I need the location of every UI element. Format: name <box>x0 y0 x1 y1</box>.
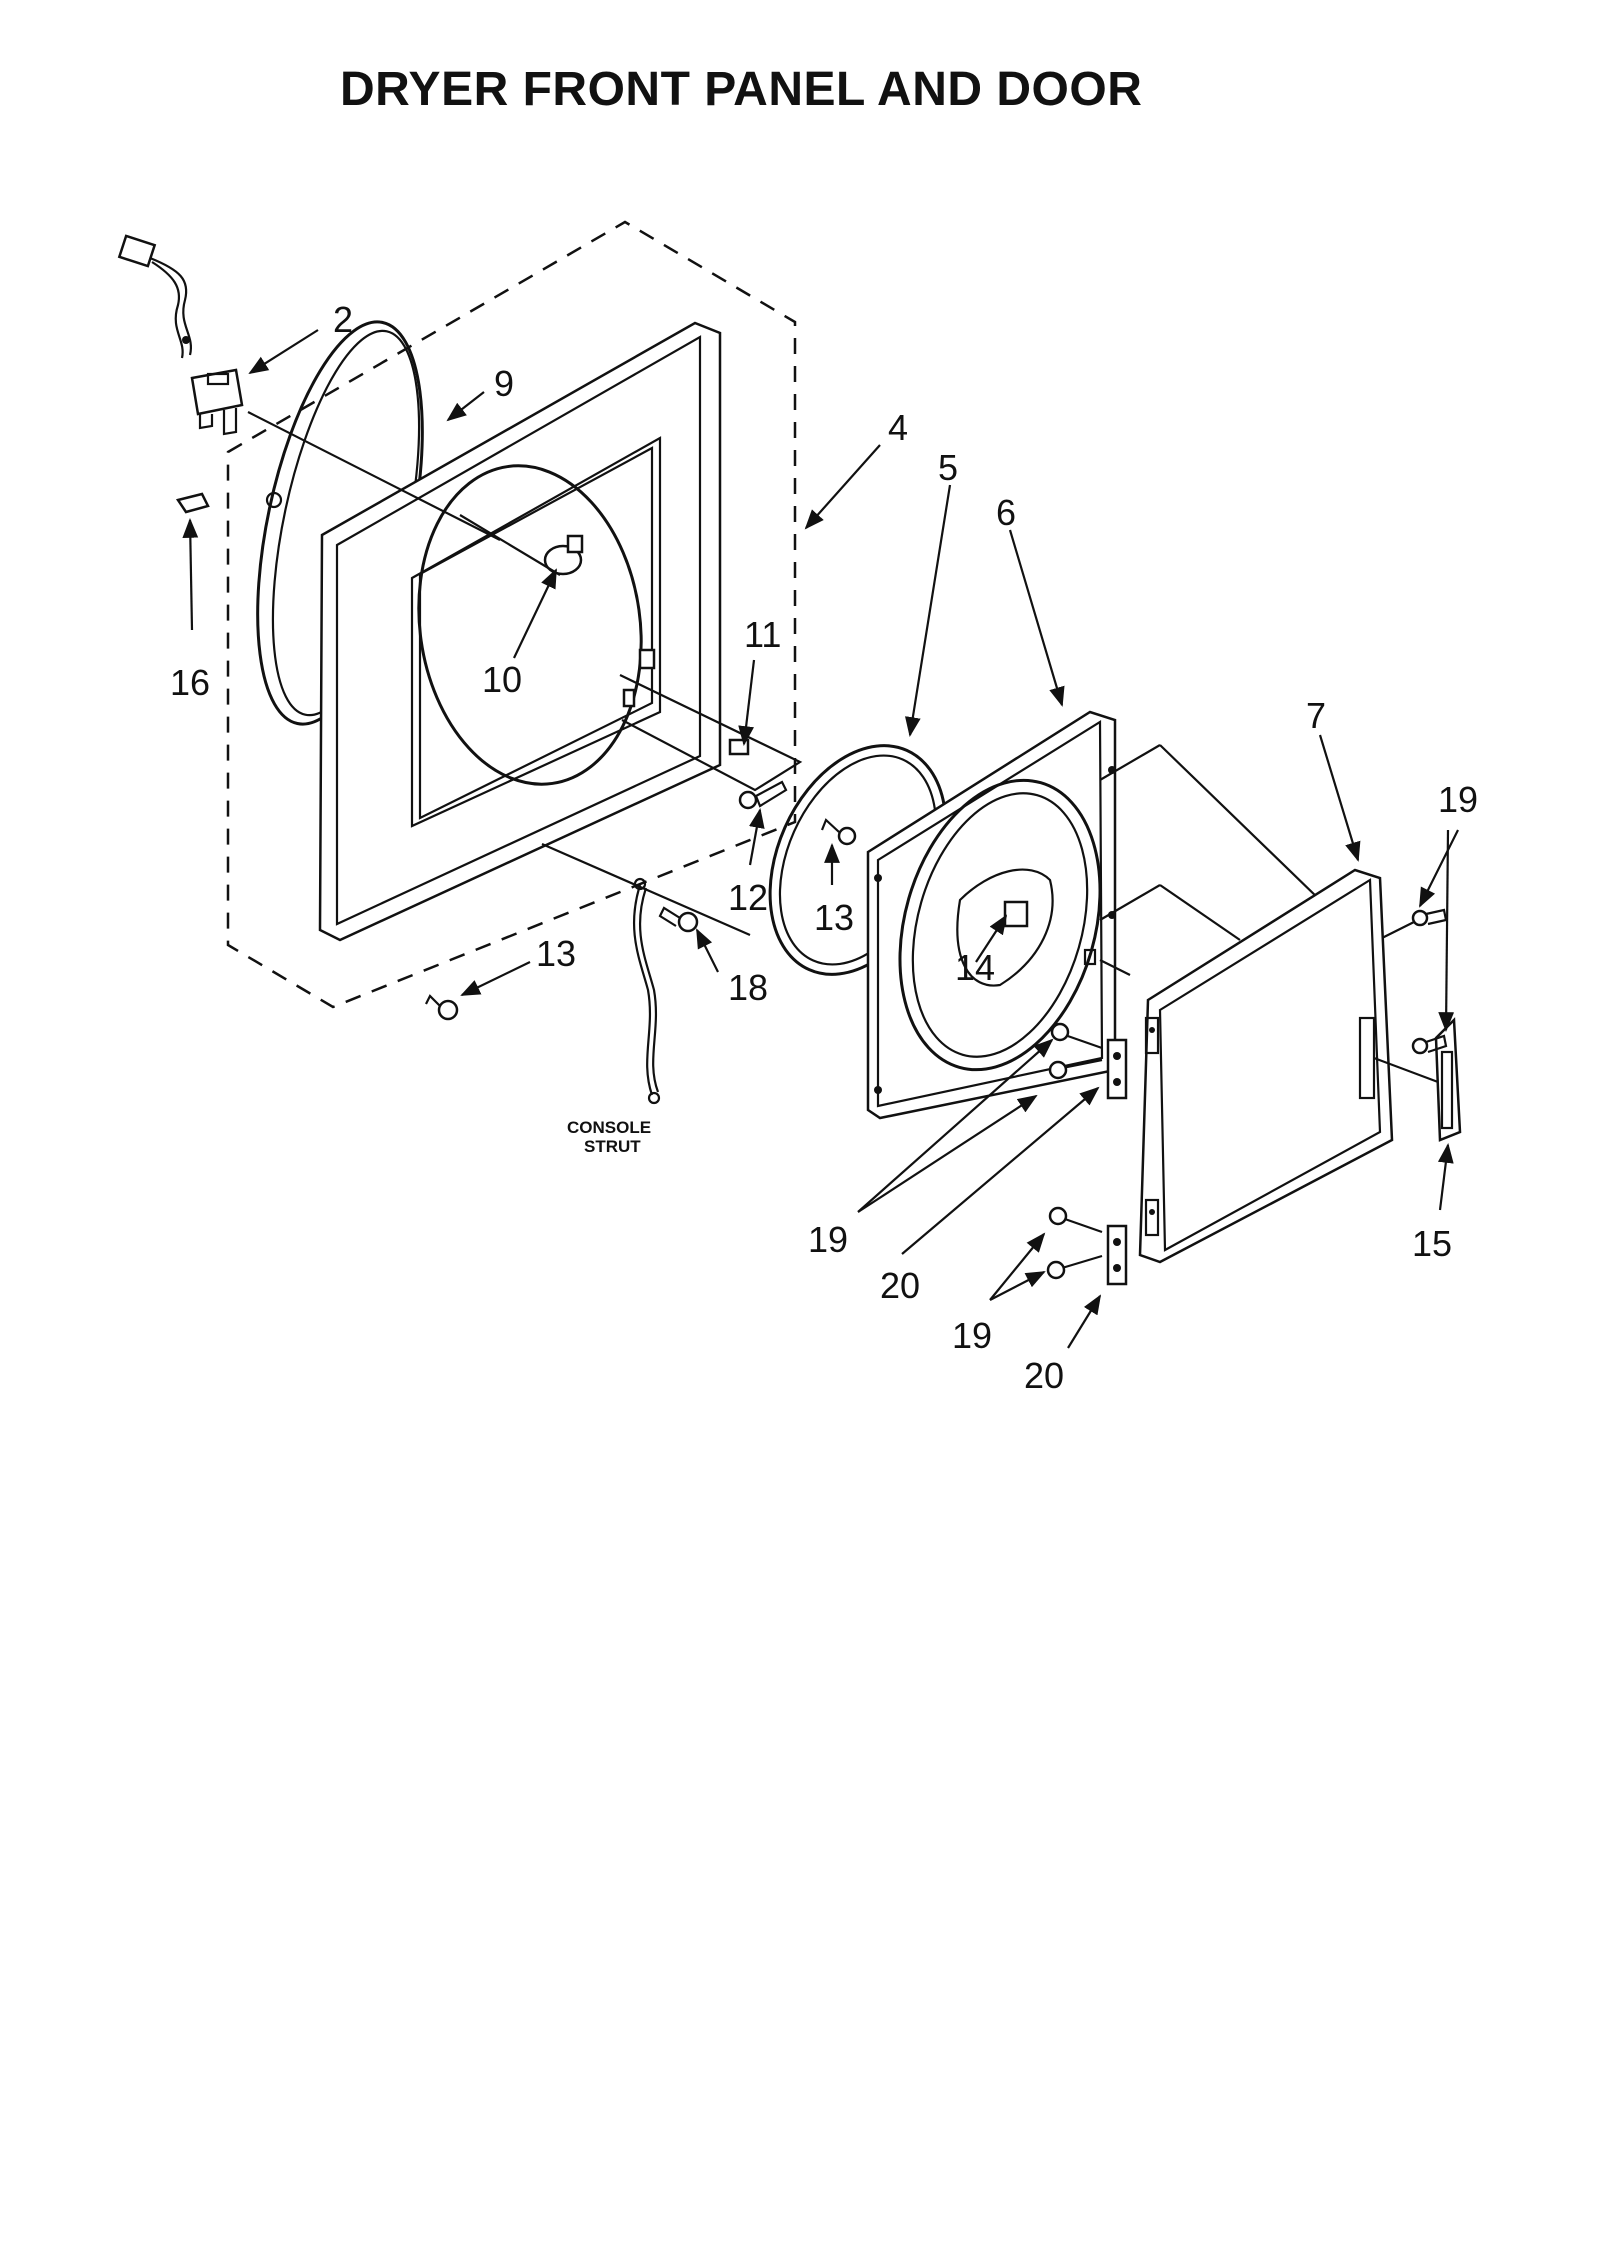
cabinet-outline <box>226 220 797 1009</box>
diagram-title: DRYER FRONT PANEL AND DOOR <box>340 63 1143 116</box>
door-screws-right <box>1411 908 1448 1055</box>
arrow-19c <box>857 1038 1054 1213</box>
arrow-18 <box>696 928 719 973</box>
callout-7: 7 <box>1306 695 1326 736</box>
callout-16: 16 <box>170 662 210 703</box>
arrow-19a <box>1419 829 1459 908</box>
callout-20-upper: 20 <box>880 1265 920 1306</box>
callout-10: 10 <box>482 659 522 700</box>
console-label: CONSOLE <box>567 1118 651 1137</box>
callout-2: 2 <box>333 299 353 340</box>
callout-15: 15 <box>1412 1223 1452 1264</box>
arrow-5 <box>904 484 952 737</box>
arrow-19d <box>857 1094 1038 1213</box>
arrow-13b <box>460 961 531 996</box>
arrow-19b <box>1438 829 1455 1032</box>
callout-13-bottom: 13 <box>536 933 576 974</box>
arrow-11 <box>738 659 756 746</box>
callout-11: 11 <box>744 614 781 655</box>
callout-9: 9 <box>494 363 514 404</box>
outer-door-panel <box>1138 868 1439 1264</box>
clip <box>175 492 210 514</box>
screw-13-top <box>820 818 857 846</box>
callout-14: 14 <box>955 947 995 988</box>
screw-13-bottom <box>425 994 459 1021</box>
door-switch <box>190 368 244 436</box>
arrow-6 <box>1008 529 1065 707</box>
arrow-19f <box>989 1271 1046 1301</box>
callout-13-top: 13 <box>814 897 854 938</box>
arrow-9 <box>446 391 485 422</box>
callout-4: 4 <box>888 407 908 448</box>
callout-5: 5 <box>938 447 958 488</box>
callout-19-bottom: 19 <box>952 1315 992 1356</box>
callout-12: 12 <box>728 877 768 918</box>
arrow-20b <box>1067 1294 1102 1349</box>
callout-19-right: 19 <box>1438 779 1478 820</box>
hinge-lower <box>1046 1206 1128 1286</box>
arrow-10 <box>513 568 557 659</box>
arrow-4 <box>804 444 881 530</box>
arrow-20a <box>901 1086 1100 1255</box>
callout-19-middle: 19 <box>808 1219 848 1260</box>
callout-6: 6 <box>996 492 1016 533</box>
screw-18 <box>658 906 699 933</box>
arrow-12 <box>748 808 765 866</box>
arrow-15 <box>1437 1143 1454 1211</box>
screw-12 <box>738 780 788 810</box>
arrow-19e <box>989 1232 1046 1301</box>
arrow-2 <box>248 329 319 375</box>
callout-18: 18 <box>728 967 768 1008</box>
wire-harness <box>117 234 193 359</box>
arrow-16 <box>182 518 199 631</box>
console-strut-wire <box>633 877 661 1105</box>
arrow-14 <box>975 914 1008 963</box>
arrow-7 <box>1318 734 1361 862</box>
callout-20-lower: 20 <box>1024 1355 1064 1396</box>
front-panel <box>247 321 722 942</box>
strut-label: STRUT <box>584 1137 641 1156</box>
hinge-upper <box>1048 1022 1128 1100</box>
